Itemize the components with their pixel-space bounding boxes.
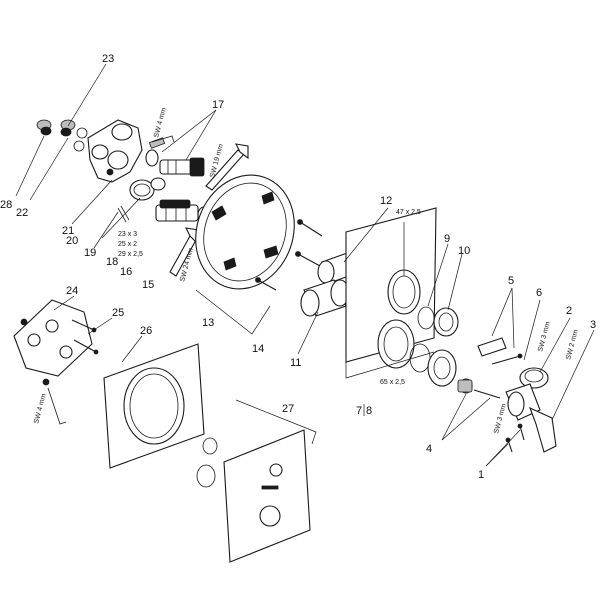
fitting-part-24 <box>13 299 93 386</box>
callout-18: 18 <box>106 256 118 268</box>
ring-part-20 <box>129 177 166 201</box>
handle-part-3 <box>505 383 557 453</box>
o-ring-part-10 <box>427 307 459 387</box>
callout-8: 8 <box>366 405 372 417</box>
seal-ring-part-13 <box>195 174 295 290</box>
screws-part-14 <box>255 219 323 291</box>
cap-part-28 <box>36 119 88 152</box>
callout-20: 20 <box>66 235 78 247</box>
callout-16: 16 <box>120 266 132 278</box>
tool-label-sw3-bottom: SW 3 mm <box>493 403 508 435</box>
callout-4: 4 <box>426 443 432 455</box>
wrench-sw19-icon <box>205 143 249 191</box>
callout-26: 26 <box>140 325 152 337</box>
callout-28: 28 <box>0 199 12 211</box>
leader-lines <box>15 63 595 467</box>
callout-12: 12 <box>380 195 392 207</box>
tool-label-sw3-right: SW 3 mm <box>537 321 552 353</box>
hex-key-sw4-top-icon <box>151 135 175 143</box>
callout-13: 13 <box>202 317 214 329</box>
callout-24: 24 <box>66 285 78 297</box>
callout-14: 14 <box>252 343 264 355</box>
callout-19: 19 <box>84 247 96 259</box>
dimension-47x2-5: 47 x 2,5 <box>396 209 421 216</box>
cartridge-part-17 <box>145 137 205 177</box>
sleeve-part-11 <box>300 279 350 317</box>
screws-part-1 <box>505 423 525 453</box>
callout-2: 2 <box>566 305 572 317</box>
callout-6: 6 <box>536 287 542 299</box>
adapter-part-4 <box>457 378 501 399</box>
cover-plate-part-27 <box>223 429 311 563</box>
callout-11: 11 <box>290 357 301 369</box>
callout-27: 27 <box>282 403 294 415</box>
cap-part-2 <box>519 367 549 389</box>
callout-21: 21 <box>62 225 74 237</box>
mounting-plate-part-7 <box>345 207 437 379</box>
o-rings-part-27 <box>196 437 218 488</box>
callout-22: 22 <box>16 207 28 219</box>
callout-5: 5 <box>508 275 514 287</box>
wrench-sw24-icon <box>169 227 199 277</box>
valve-body-part-21 <box>87 119 143 183</box>
callout-1: 1 <box>478 469 484 481</box>
callout-17: 17 <box>212 99 224 111</box>
callout-7: 7 <box>356 405 362 417</box>
callout-9: 9 <box>444 233 450 245</box>
tool-label-sw2-right: SW 2 mm <box>565 329 580 361</box>
callout-25: 25 <box>112 307 124 319</box>
tool-label-sw4-left: SW 4 mm <box>33 393 48 425</box>
callout-23: 23 <box>102 53 114 65</box>
dimension-23x3: 23 x 3 <box>118 231 137 238</box>
dimension-25x2: 25 x 2 <box>118 241 137 248</box>
dimension-65x2-5: 65 x 2,5 <box>380 379 405 386</box>
callout-15: 15 <box>142 279 154 291</box>
hex-key-sw4-left-icon <box>47 387 67 425</box>
tool-label-sw4-top: SW 4 mm <box>153 107 168 139</box>
callout-10: 10 <box>458 245 470 257</box>
pin-part-18 <box>117 205 130 223</box>
dimension-29x2-5: 29 x 2,5 <box>118 251 143 258</box>
callout-3: 3 <box>590 319 596 331</box>
rosette-part-26 <box>103 343 205 469</box>
pin-part-5 <box>477 337 523 365</box>
